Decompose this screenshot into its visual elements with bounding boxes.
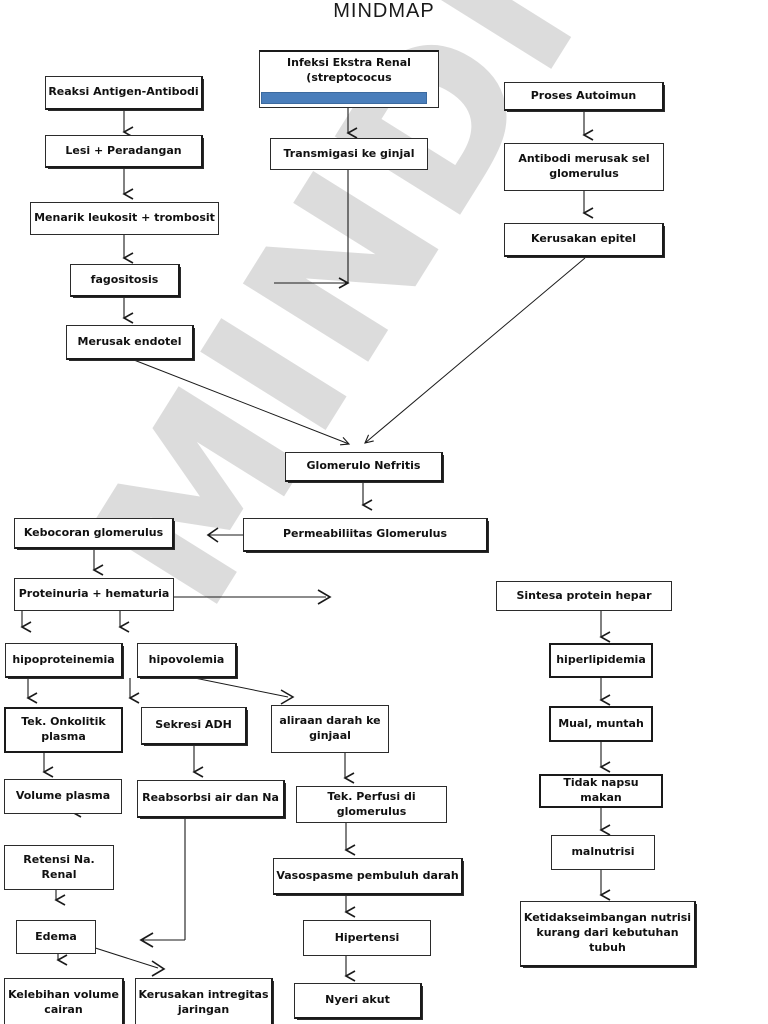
node-label: Lesi + Peradangan (65, 143, 182, 157)
node-label: Tidak napsu makan (563, 776, 639, 804)
node-label: Proteinuria + hematuria (18, 587, 170, 601)
node-proses-autoimun[interactable]: Proses Autoimun (504, 82, 664, 111)
node-label: Kebocoran glomerulus (23, 525, 164, 539)
node-label: malnutrisi (571, 845, 635, 859)
node-label: Proses Autoimun (530, 88, 637, 102)
node-label: Nyeri akut (325, 993, 390, 1007)
node-label: Permeabiliitas Glomerulus (283, 527, 447, 541)
node-hipovolemia[interactable]: hipovolemia (137, 643, 237, 678)
node-kerusakan-integritas-jaringan[interactable]: Kerusakan intregitas jaringan (135, 978, 273, 1024)
node-kebocoran-glomerulus[interactable]: Kebocoran glomerulus (14, 518, 174, 549)
node-kerusakan-epitel[interactable]: Kerusakan epitel (504, 223, 664, 257)
node-aliran-darah-ke-ginjal[interactable]: aliraan darah ke ginjaal (271, 705, 389, 753)
node-antibodi-merusak-sel-glomerulus[interactable]: Antibodi merusak sel glomerulus (504, 143, 664, 191)
node-menarik-leukosit-trombosit[interactable]: Menarik leukosit + trombosit (30, 202, 219, 235)
node-glomerulo-nefritis[interactable]: Glomerulo Nefritis (285, 452, 443, 482)
node-label: fagositosis (90, 272, 159, 286)
node-label: Menarik leukosit + trombosit (34, 211, 215, 225)
node-label: Sekresi ADH (155, 718, 232, 732)
node-volume-plasma[interactable]: Volume plasma (4, 779, 122, 814)
node-label: Retensi Na. Renal (23, 852, 95, 881)
node-edema[interactable]: Edema (16, 920, 96, 954)
node-label: Vasospasme pembuluh darah (276, 868, 459, 882)
node-tidak-napsu-makan[interactable]: Tidak napsu makan (539, 774, 663, 808)
node-nyeri-akut[interactable]: Nyeri akut (294, 983, 422, 1019)
progress-bar[interactable] (261, 92, 427, 104)
node-label: Volume plasma (15, 789, 111, 803)
node-label: Antibodi merusak sel glomerulus (518, 152, 650, 180)
node-hipertensi[interactable]: Hipertensi (303, 920, 431, 956)
node-reabsorbsi-air-na[interactable]: Reabsorbsi air dan Na (137, 780, 285, 818)
node-vasospasme-pembuluh-darah[interactable]: Vasospasme pembuluh darah (273, 858, 463, 895)
node-sekresi-adh[interactable]: Sekresi ADH (141, 707, 247, 745)
node-hipoproteinemia[interactable]: hipoproteinemia (5, 643, 123, 678)
node-label: hipoproteinemia (12, 652, 115, 666)
node-label: hiperlipidemia (556, 653, 646, 667)
node-label: aliraan darah ke ginjaal (279, 714, 381, 742)
node-mual-muntah[interactable]: Mual, muntah (549, 706, 653, 742)
node-label: Transmigasi ke ginjal (283, 146, 415, 160)
node-malnutrisi[interactable]: malnutrisi (551, 835, 655, 870)
node-hiperlipidemia[interactable]: hiperlipidemia (549, 643, 653, 678)
node-label: Reaksi Antigen-Antibodi (48, 85, 199, 99)
node-label: Edema (35, 929, 77, 943)
node-label: Tek. Onkolitik plasma (21, 715, 106, 743)
node-label: Tek. Perfusi di glomerulus (327, 789, 416, 818)
node-ketidakseimbangan-nutrisi[interactable]: Ketidakseimbangan nutrisi kurang dari ke… (520, 901, 696, 967)
node-merusak-endotel[interactable]: Merusak endotel (66, 325, 194, 360)
page-title: MINDMAP (333, 0, 435, 22)
node-label: Infeksi Ekstra Renal (streptococus (287, 56, 411, 84)
node-transmigasi-ke-ginjal[interactable]: Transmigasi ke ginjal (270, 138, 428, 170)
node-reaksi-antigen-antibodi[interactable]: Reaksi Antigen-Antibodi (45, 76, 203, 110)
node-label: Glomerulo Nefritis (306, 459, 421, 473)
node-fagositosis[interactable]: fagositosis (70, 264, 180, 297)
node-retensi-na-renal[interactable]: Retensi Na. Renal (4, 845, 114, 890)
node-label: Merusak endotel (77, 334, 182, 348)
node-label: Ketidakseimbangan nutrisi kurang dari ke… (523, 911, 692, 954)
node-label: Sintesa protein hepar (516, 588, 652, 602)
node-tek-onkolitik-plasma[interactable]: Tek. Onkolitik plasma (4, 707, 123, 753)
node-tek-perfusi-glomerulus[interactable]: Tek. Perfusi di glomerulus (296, 786, 447, 823)
node-label: Mual, muntah (558, 716, 644, 730)
node-permeabilitas-glomerulus[interactable]: Permeabiliitas Glomerulus (243, 518, 488, 552)
node-label: Kerusakan epitel (530, 232, 636, 246)
node-proteinuria-hematuria[interactable]: Proteinuria + hematuria (14, 578, 174, 611)
node-kelebihan-volume-cairan[interactable]: Kelebihan volume cairan (4, 978, 124, 1024)
node-label: Kelebihan volume cairan (8, 987, 119, 1016)
node-lesi-peradangan[interactable]: Lesi + Peradangan (45, 135, 203, 168)
node-label: Reabsorbsi air dan Na (142, 791, 279, 805)
node-sintesa-protein-hepar[interactable]: Sintesa protein hepar (496, 581, 672, 611)
node-label: hipovolemia (148, 652, 225, 666)
node-label: Kerusakan intregitas jaringan (138, 987, 269, 1016)
node-label: Hipertensi (334, 930, 400, 944)
